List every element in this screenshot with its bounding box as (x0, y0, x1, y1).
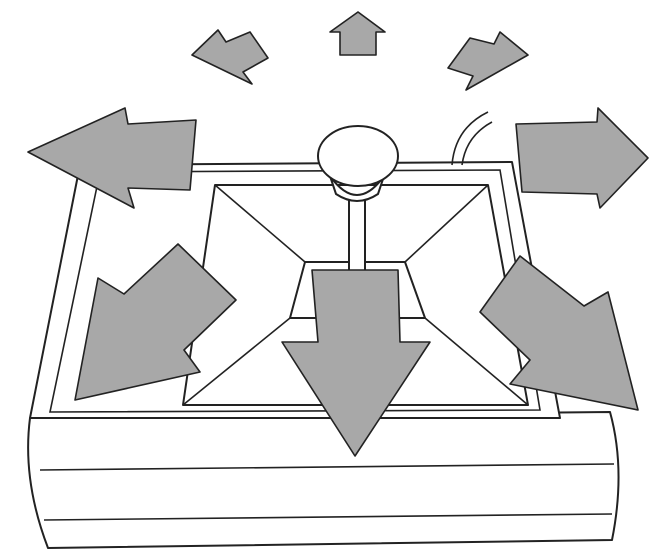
arrow-up-left-icon (192, 30, 268, 84)
arrow-up-icon (330, 12, 385, 55)
arrow-right-icon (516, 108, 648, 208)
cable-outer (452, 112, 488, 165)
stick-knob (318, 126, 398, 186)
base-front-face (28, 412, 618, 548)
joystick-cable (452, 112, 492, 165)
arrow-up-right-icon (448, 32, 528, 90)
stick-shaft (349, 196, 365, 272)
